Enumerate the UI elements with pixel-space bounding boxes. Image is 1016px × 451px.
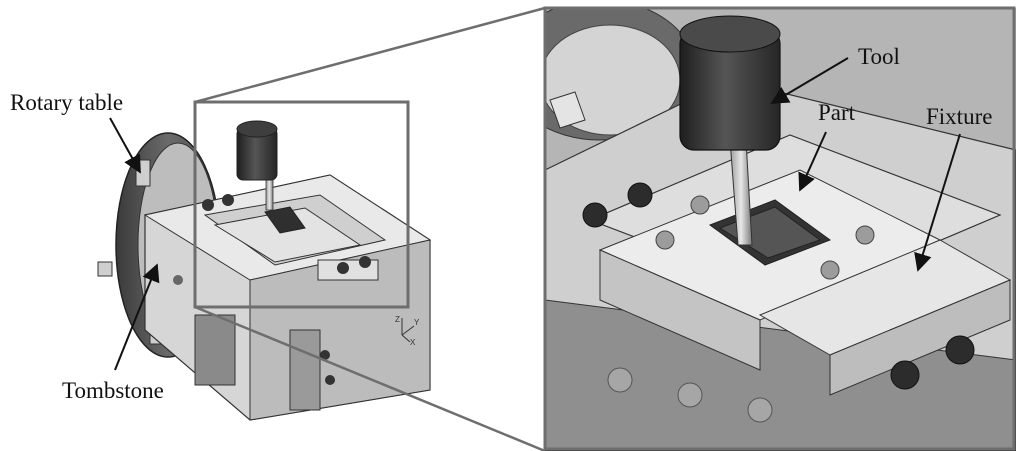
rotary-table-label: Rotary table (10, 90, 123, 115)
tool-graphic-small (236, 120, 278, 211)
tombstone-graphic (143, 174, 432, 421)
zoom-detail-frame (543, 6, 1016, 451)
callout-part: Part (798, 100, 856, 192)
axis-z-label: Z (395, 315, 400, 324)
zoom-projection-bottom (194, 305, 546, 451)
zoom-detail-view (545, 8, 1016, 451)
tool-label: Tool (858, 44, 900, 69)
axis-triad: Z Y X (395, 315, 420, 347)
bolts (582, 182, 975, 390)
axis-x-label: X (410, 338, 416, 347)
callout-fixture: Fixture (914, 104, 992, 272)
zoom-projection-top (194, 6, 546, 104)
assembly-overview: Z Y X (97, 100, 432, 421)
zoom-source-frame (193, 100, 410, 309)
part-label: Part (818, 100, 856, 125)
axis-y-label: Y (414, 318, 420, 327)
callout-rotary-table: Rotary table (10, 90, 141, 174)
callout-tombstone: Tombstone (62, 263, 164, 403)
callout-tool: Tool (770, 44, 900, 104)
fixture-label: Fixture (926, 104, 992, 129)
fixture-part-graphic (202, 194, 387, 281)
tombstone-label: Tombstone (62, 378, 164, 403)
